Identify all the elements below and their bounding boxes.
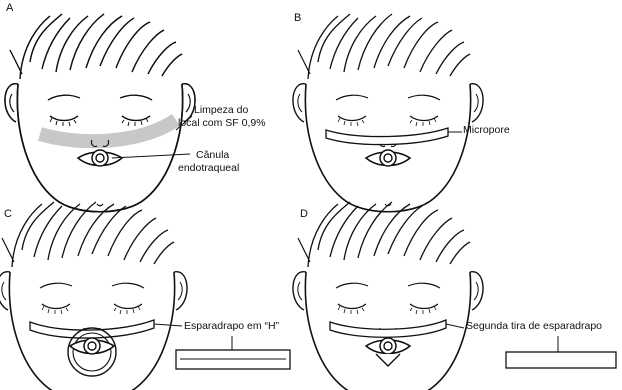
panel-d-letter: D (300, 208, 308, 220)
panel-b-letter: B (294, 12, 301, 24)
h-tape-sample (176, 336, 290, 369)
panel-b-illustration (293, 14, 483, 212)
tube-label-line2: endotraqueal (178, 162, 239, 175)
second-tape-sample (506, 336, 616, 368)
micropore-label: Micropore (463, 124, 510, 137)
panel-c-letter: C (4, 208, 12, 220)
panel-a-letter: A (6, 2, 13, 14)
cleaning-label-line2: local com SF 0,9% (178, 117, 266, 130)
panel-a-illustration (5, 14, 195, 212)
cleaning-band (40, 120, 176, 141)
h-tape-strip (30, 320, 154, 338)
panel-d-illustration (293, 202, 483, 390)
micropore-strip (326, 128, 448, 145)
second-tape-label: Segunda tira de esparadrapo (466, 320, 602, 333)
second-tape-strip (330, 320, 446, 337)
panel-c-illustration (0, 202, 187, 390)
tube-label-line1: Cânula (196, 149, 229, 162)
h-tape-label: Esparadrapo em “H” (184, 320, 279, 333)
cleaning-label-line1: Limpeza do (194, 104, 248, 117)
